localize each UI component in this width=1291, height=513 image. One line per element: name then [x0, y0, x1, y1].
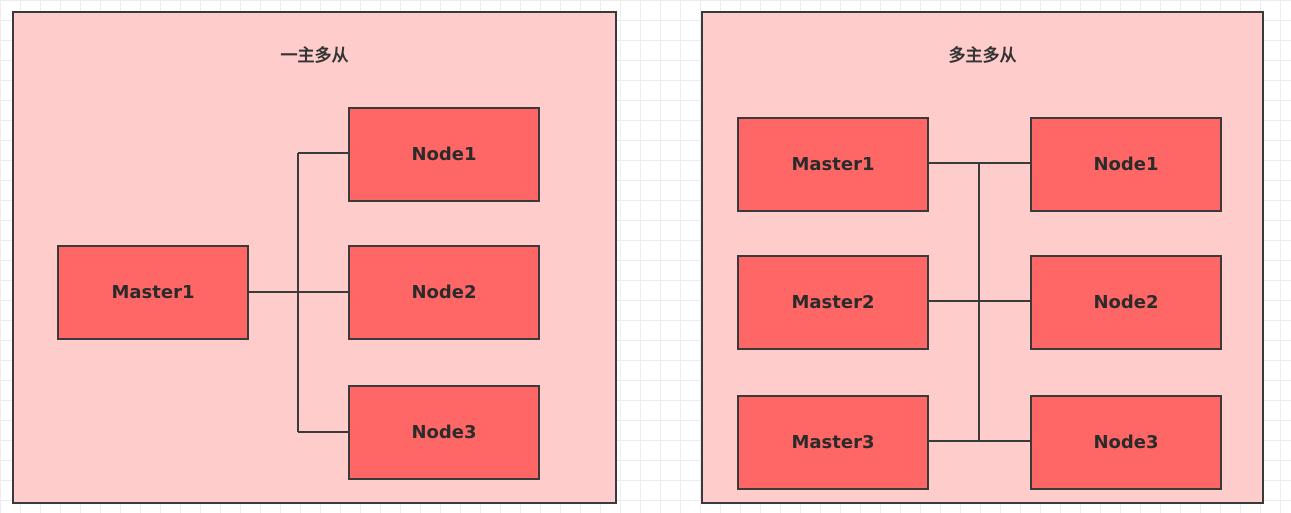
- master2-box[interactable]: Master2: [737, 255, 929, 350]
- node3-box[interactable]: Node3: [1030, 395, 1222, 490]
- master3-box[interactable]: Master3: [737, 395, 929, 490]
- node2-box[interactable]: Node2: [348, 245, 540, 340]
- panel-title: 多主多从: [948, 46, 1017, 66]
- node1-box[interactable]: Node1: [348, 107, 540, 202]
- panel-title: 一主多从: [280, 46, 349, 66]
- node1-box[interactable]: Node1: [1030, 117, 1222, 212]
- master1-box[interactable]: Master1: [57, 245, 249, 340]
- node3-box[interactable]: Node3: [348, 385, 540, 480]
- master1-box[interactable]: Master1: [737, 117, 929, 212]
- node2-box[interactable]: Node2: [1030, 255, 1222, 350]
